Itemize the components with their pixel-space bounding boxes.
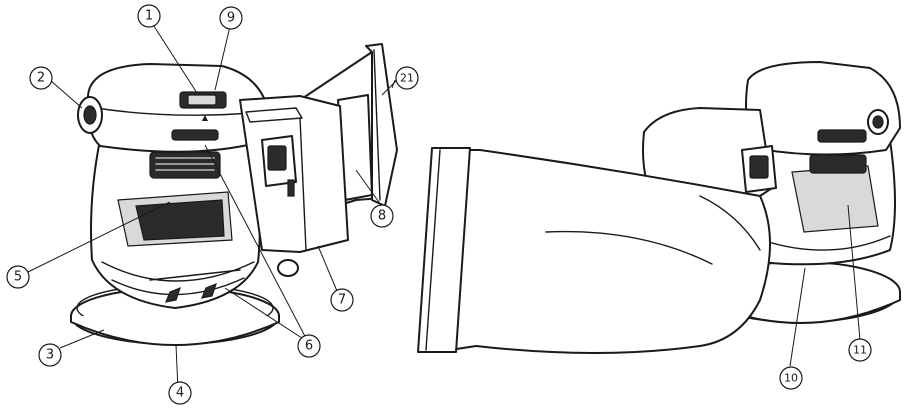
callout-10: 10 [779, 366, 803, 390]
callout-9: 9 [219, 6, 243, 30]
callout-3: 3 [38, 343, 62, 367]
callout-5: 5 [6, 265, 30, 289]
callout-4: 4 [168, 381, 192, 405]
callout-3-label: 3 [46, 348, 54, 363]
callout-5-label: 5 [14, 270, 22, 285]
sander-left-view: ▲ [27, 19, 398, 391]
callout-9-label: 9 [227, 11, 235, 26]
callout-8: 8 [370, 204, 394, 228]
sander-right-view [417, 61, 901, 367]
callout-4-label: 4 [176, 386, 184, 401]
callout-2: 2 [29, 66, 53, 90]
callout-2-label: 2 [37, 71, 45, 86]
dust-bag-right [417, 147, 771, 354]
top-housing-right [745, 61, 901, 156]
top-housing-left: ▲ [77, 63, 269, 153]
sander-body-right [739, 139, 896, 266]
callout-1: 1 [137, 4, 161, 28]
callout-7-label: 7 [338, 293, 346, 308]
callout-11: 11 [848, 338, 872, 362]
callout-10-label: 10 [784, 372, 798, 385]
callout-21-label: 21 [400, 72, 414, 85]
callout-1-label: 1 [145, 9, 153, 24]
callout-7: 7 [330, 288, 354, 312]
callout-21: 21 [395, 66, 419, 90]
switch-arrow-mark: ▲ [202, 113, 209, 122]
sander-body-left [90, 139, 261, 309]
callout-11-label: 11 [853, 344, 867, 357]
battery-left [239, 95, 349, 277]
callout-6: 6 [297, 334, 321, 358]
callout-6-label: 6 [305, 339, 313, 354]
vent-grille-left [149, 151, 221, 179]
callout-8-label: 8 [378, 209, 386, 224]
